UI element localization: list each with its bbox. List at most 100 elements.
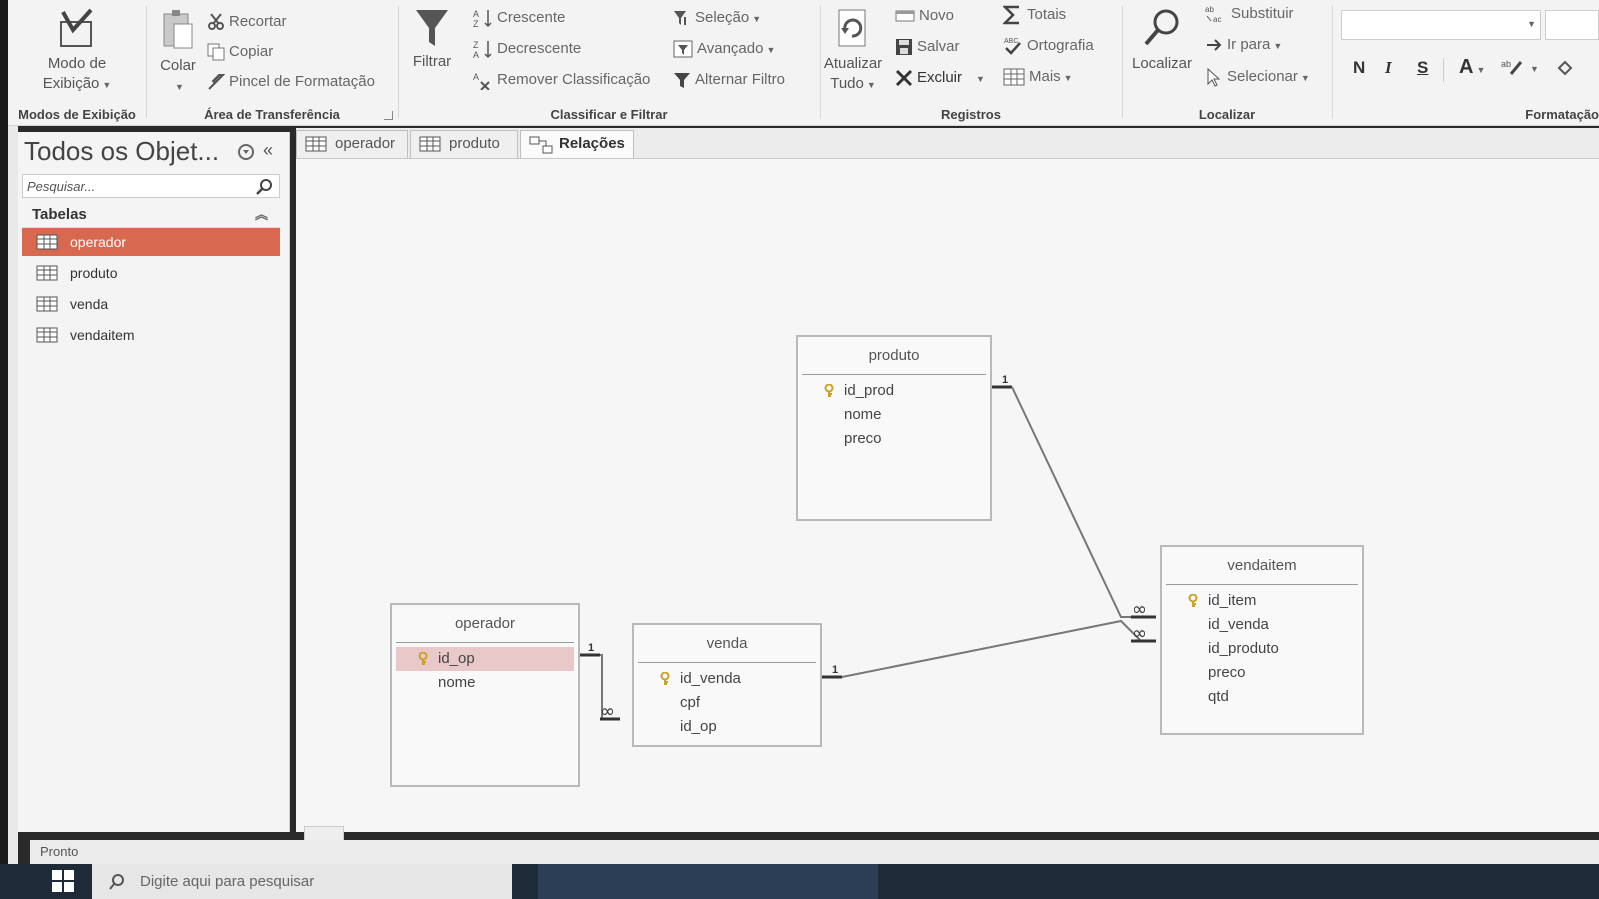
save-button[interactable]: Salvar <box>895 35 960 59</box>
table-icon <box>305 136 327 152</box>
relationships-canvas[interactable]: 1 1 1 ∞ ∞ ∞ produto id_prod nome preco v… <box>296 158 1599 832</box>
nav-search-input[interactable] <box>23 175 243 197</box>
cursor-icon <box>1207 67 1221 87</box>
field-nome[interactable]: nome <box>392 671 578 695</box>
tab-label: Relações <box>559 135 625 152</box>
collapse-pane-icon[interactable]: « <box>263 140 274 160</box>
field-id-prod[interactable]: id_prod <box>798 379 990 403</box>
windows-start-icon[interactable] <box>52 870 74 892</box>
relation-line-produto-vendaitem[interactable] <box>1011 386 1141 618</box>
select-button[interactable]: Selecionar▼ <box>1205 65 1310 89</box>
taskbar-search-box[interactable]: Digite aqui para pesquisar <box>92 864 512 899</box>
field-id-venda[interactable]: id_venda <box>1162 613 1362 637</box>
field-id-op[interactable]: id_op <box>396 647 574 671</box>
field-preco[interactable]: preco <box>798 427 990 451</box>
field-id-item[interactable]: id_item <box>1162 589 1362 613</box>
nav-item-venda[interactable]: venda <box>22 290 280 318</box>
highlight-button[interactable]: ab▼ <box>1501 56 1539 80</box>
totals-button[interactable]: Totais <box>1003 3 1066 27</box>
relation-line-venda-vendaitem[interactable] <box>841 619 1142 678</box>
goto-button[interactable]: Ir para▼ <box>1205 33 1282 57</box>
nav-section-tables[interactable]: Tabelas ︽ <box>22 202 280 228</box>
refresh-all-button[interactable]: Atualizar Tudo▼ <box>821 8 885 95</box>
views-group: Modo de Exibição▼ Modos de Exibição <box>8 0 146 126</box>
nav-item-operador[interactable]: operador <box>22 228 280 256</box>
sort-filter-group-label: Classificar e Filtrar <box>550 107 668 122</box>
selection-button[interactable]: Seleção▼ <box>673 6 761 30</box>
clipboard-launcher-icon[interactable] <box>384 111 393 120</box>
nav-section-label: Tabelas <box>32 206 87 223</box>
table-operador[interactable]: operador id_op nome <box>390 603 580 787</box>
more-button[interactable]: Mais▼ <box>1003 65 1073 89</box>
nav-menu-chevron-icon[interactable] <box>238 144 254 160</box>
scissors-icon <box>208 13 224 31</box>
chevron-down-icon[interactable]: ▼ <box>1527 19 1536 29</box>
spell-check-icon: ABC <box>1004 38 1021 55</box>
chevron-up-icon[interactable]: ︽ <box>254 207 268 222</box>
field-preco[interactable]: preco <box>1162 661 1362 685</box>
field-label: id_item <box>1208 592 1257 609</box>
table-produto[interactable]: produto id_prod nome preco <box>796 335 992 521</box>
font-name-combobox[interactable]: ▼ <box>1341 10 1541 40</box>
svg-text:ac: ac <box>1213 15 1221 24</box>
formatting-group: ▼ N I S A▼ ab▼ Formatação <box>1333 0 1599 126</box>
font-size-combobox[interactable] <box>1545 10 1599 40</box>
primary-key-icon <box>660 672 670 685</box>
underline-button[interactable]: S <box>1417 58 1429 77</box>
format-painter-button[interactable]: Pincel de Formatação <box>207 70 375 94</box>
field-qtd[interactable]: qtd <box>1162 685 1362 709</box>
relationships-icon <box>529 136 553 154</box>
nav-item-vendaitem[interactable]: vendaitem <box>22 321 280 349</box>
field-id-op[interactable]: id_op <box>634 715 820 739</box>
filter-button[interactable]: Filtrar <box>407 8 457 72</box>
advanced-button[interactable]: Avançado▼ <box>673 37 775 61</box>
cut-button[interactable]: Recortar <box>207 10 287 34</box>
field-label: id_op <box>680 718 717 735</box>
table-title[interactable]: venda <box>638 625 816 663</box>
advanced-filter-icon <box>673 40 693 58</box>
view-mode-button[interactable]: Modo de Exibição▼ <box>34 8 120 95</box>
table-title[interactable]: produto <box>802 337 986 375</box>
tab-relacoes[interactable]: Relações <box>520 130 634 158</box>
nav-pane-title[interactable]: Todos os Objet... <box>24 136 220 166</box>
tab-label: produto <box>449 135 500 152</box>
fill-color-button[interactable] <box>1555 56 1579 80</box>
field-id-produto[interactable]: id_produto <box>1162 637 1362 661</box>
table-venda[interactable]: venda id_venda cpf id_op <box>632 623 822 747</box>
paste-button[interactable]: Colar▼ <box>153 8 203 97</box>
status-bar: Pronto <box>30 840 1599 864</box>
field-nome[interactable]: nome <box>798 403 990 427</box>
field-label: nome <box>438 674 476 691</box>
paintbrush-icon <box>208 74 225 90</box>
taskbar-app-access[interactable] <box>538 864 878 899</box>
tab-produto[interactable]: produto <box>410 130 518 158</box>
delete-x-icon <box>895 69 913 87</box>
find-button[interactable]: Localizar <box>1127 8 1197 74</box>
field-cpf[interactable]: cpf <box>634 691 820 715</box>
new-record-button[interactable]: Novo <box>895 4 954 28</box>
font-color-button[interactable]: A▼ <box>1459 56 1486 78</box>
toggle-filter-button[interactable]: Alternar Filtro <box>673 68 785 92</box>
table-vendaitem[interactable]: vendaitem id_item id_venda id_produto pr… <box>1160 545 1364 735</box>
italic-button[interactable]: I <box>1385 58 1392 77</box>
goto-label: Ir para <box>1227 36 1271 53</box>
tab-operador[interactable]: operador <box>296 130 408 158</box>
cardinality-one-label: 1 <box>832 664 838 676</box>
search-icon[interactable] <box>255 178 273 196</box>
table-title[interactable]: vendaitem <box>1166 547 1358 585</box>
delete-button[interactable]: Excluir▼ <box>895 66 985 90</box>
copy-icon <box>207 43 225 61</box>
field-id-venda[interactable]: id_venda <box>634 667 820 691</box>
table-title[interactable]: operador <box>396 605 574 643</box>
bold-button[interactable]: N <box>1353 58 1366 77</box>
nav-item-produto[interactable]: produto <box>22 259 280 287</box>
navigation-pane: Todos os Objet... « Tabelas ︽ operador p… <box>18 132 290 832</box>
copy-button[interactable]: Copiar <box>207 40 273 64</box>
cardinality-one-label: 1 <box>1002 374 1008 386</box>
